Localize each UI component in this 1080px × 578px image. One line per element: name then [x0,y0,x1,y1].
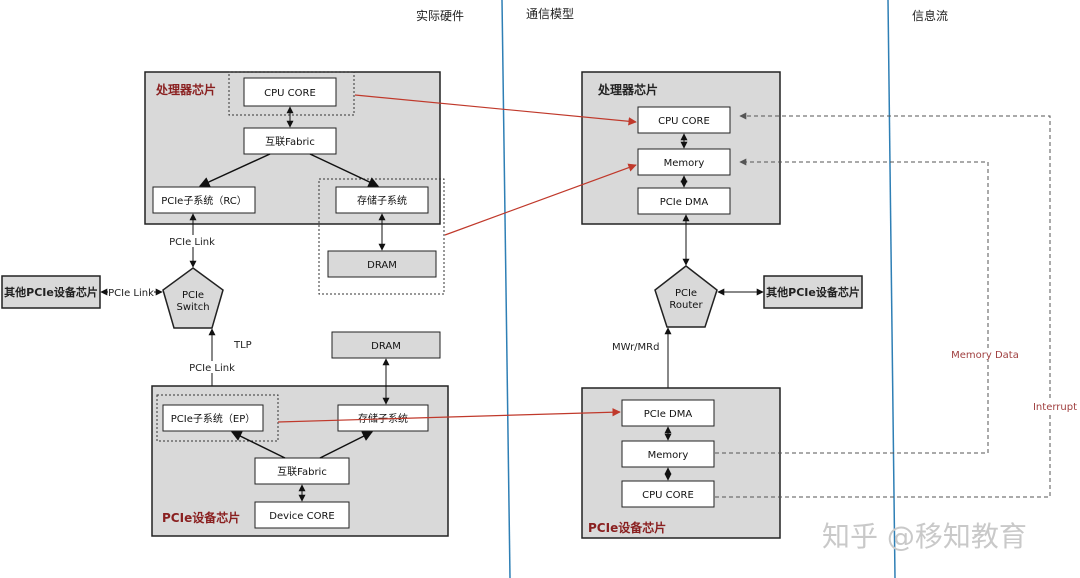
map-cpu-core-arrow [354,94,637,126]
flow-interrupt-bg [1032,400,1078,412]
header-comm-model: 通信模型 [526,7,574,21]
left-pcie-ep-label: PCIe子系统（EP） [171,412,255,425]
divider-left [501,0,511,578]
left-ep-dotted-region [156,394,279,442]
left-pcie-ep-box [162,404,264,432]
mid-cpu-core-label: CPU CORE [658,116,710,127]
left-device-fabric-label: 互联Fabric [277,466,327,478]
mid-memory-box [637,148,731,176]
header-hardware: 实际硬件 [416,8,464,23]
left-device-fabric-box [254,457,350,485]
left-processor-chip-title: 处理器芯片 [155,82,216,97]
flow-memory-data-line [715,158,989,454]
mid-device-cpu-box [621,480,715,508]
map-ep-dma-arrow [277,408,621,423]
left-device-dram-box [331,331,441,359]
left-pcie-link-left-bg [108,286,154,298]
flow-memory-data-bg [953,348,1017,360]
mid-memory-label: Memory [664,158,705,169]
left-pcie-rc-label: PCIe子系统（RC） [161,194,247,207]
left-dram-box [327,250,437,278]
mid-device-chip-title: PCIe设备芯片 [588,520,666,535]
left-fabric-storage-arrow [309,153,379,187]
left-switch-line2: Switch [176,302,209,313]
mid-mwr-mrd-label: MWr/MRd [612,342,659,353]
flow-memory-data-label: Memory Data [951,350,1019,361]
map-storage-memory-arrow [444,163,637,236]
mid-device-memory-box [621,440,715,468]
left-device-chip-title: PCIe设备芯片 [162,510,240,525]
left-switch-line1: PCIe [182,290,204,301]
mid-router-line2: Router [669,300,703,311]
left-device-core-box [254,501,350,529]
mid-device-dma-box [621,399,715,427]
left-fabric-ep-arrow [231,431,286,459]
mid-device-dma-label: PCIe DMA [644,409,693,420]
mid-processor-chip-title: 处理器芯片 [597,82,658,97]
mid-other-chip [763,275,863,309]
mid-pcie-dma-box [637,187,731,215]
mid-device-cpu-label: CPU CORE [642,490,694,501]
left-tlp-label: TLP [233,340,252,351]
left-pcie-link-top-label: PCIe Link [169,237,215,248]
watermark: 知乎 @移知教育 [822,520,1027,553]
left-fabric-storage-dev-arrow [319,431,373,459]
mid-pcie-router [654,265,718,328]
left-pcie-link-bottom-bg [189,361,235,373]
left-fabric-rc-arrow [199,153,271,187]
mid-other-chip-label: 其他PCIe设备芯片 [766,285,860,299]
mid-pcie-dma-label: PCIe DMA [660,197,709,208]
left-pcie-rc-box [152,186,256,214]
left-fabric-box [243,127,337,155]
left-device-core-label: Device CORE [269,511,335,522]
left-pcie-link-left-label: PCIe Link [108,288,154,299]
left-pcie-link-bottom-label: PCIe Link [189,363,235,374]
left-other-chip [1,275,101,309]
left-cpu-core-box [243,77,337,107]
left-fabric-label: 互联Fabric [265,136,315,148]
mid-cpu-core-box [637,106,731,134]
left-storage-label: 存储子系统 [357,194,407,207]
left-device-dram-label: DRAM [371,341,401,352]
mid-router-line1: PCIe [675,288,697,299]
mid-device-memory-label: Memory [648,450,689,461]
flow-interrupt-label: Interrupt [1033,402,1077,413]
left-dram-label: DRAM [367,260,397,271]
left-cpu-core-label: CPU CORE [264,88,316,99]
left-pcie-switch [162,267,224,329]
flow-interrupt-line [715,112,1051,498]
left-other-chip-label: 其他PCIe设备芯片 [4,285,98,299]
left-pcie-link-top-bg [168,235,216,247]
left-storage-box [335,186,429,214]
divider-right [887,0,896,578]
header-info-flow: 信息流 [912,8,948,23]
